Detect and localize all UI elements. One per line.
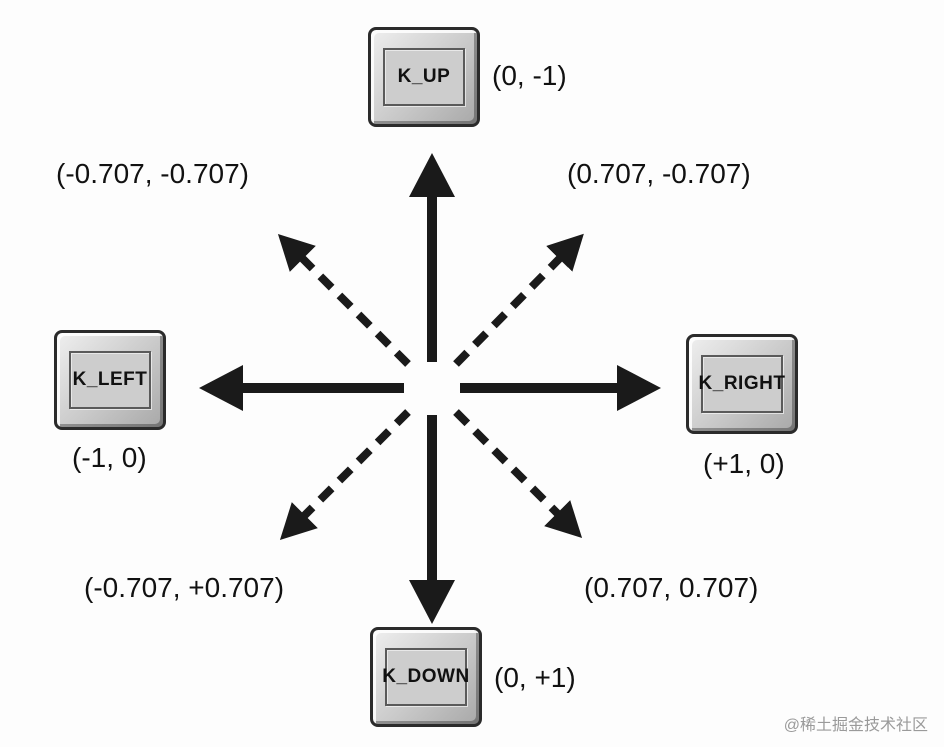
key-down: K_DOWN [370, 627, 482, 727]
key-left-label: K_LEFT [72, 368, 148, 390]
arrow-down-right-dashed [453, 409, 583, 539]
coord-down: (0, +1) [494, 662, 576, 693]
key-down-label: K_DOWN [382, 665, 470, 687]
coord-up: (0, -1) [492, 60, 567, 91]
key-left: K_LEFT [54, 330, 166, 430]
key-right: K_RIGHT [686, 334, 798, 434]
watermark: @稀土掘金技术社区 [783, 717, 928, 734]
key-down-face: K_DOWN [382, 647, 470, 707]
arrow-down-left-dashed [279, 409, 411, 541]
key-right-label: K_RIGHT [698, 372, 786, 394]
key-up-face: K_UP [382, 47, 466, 107]
coord-down-right: (0.707, 0.707) [584, 572, 759, 603]
key-left-face: K_LEFT [68, 350, 152, 410]
coord-up-right: (0.707, -0.707) [567, 158, 751, 189]
key-up-label: K_UP [397, 65, 451, 87]
coord-right: (+1, 0) [703, 448, 785, 479]
coord-left: (-1, 0) [72, 442, 147, 473]
key-up: K_UP [368, 27, 480, 127]
key-right-face: K_RIGHT [698, 354, 786, 414]
coord-up-left: (-0.707, -0.707) [56, 158, 249, 189]
coord-down-left: (-0.707, +0.707) [84, 572, 285, 603]
arrow-up-right-dashed [453, 233, 584, 367]
arrow-up-left-dashed [277, 233, 411, 367]
